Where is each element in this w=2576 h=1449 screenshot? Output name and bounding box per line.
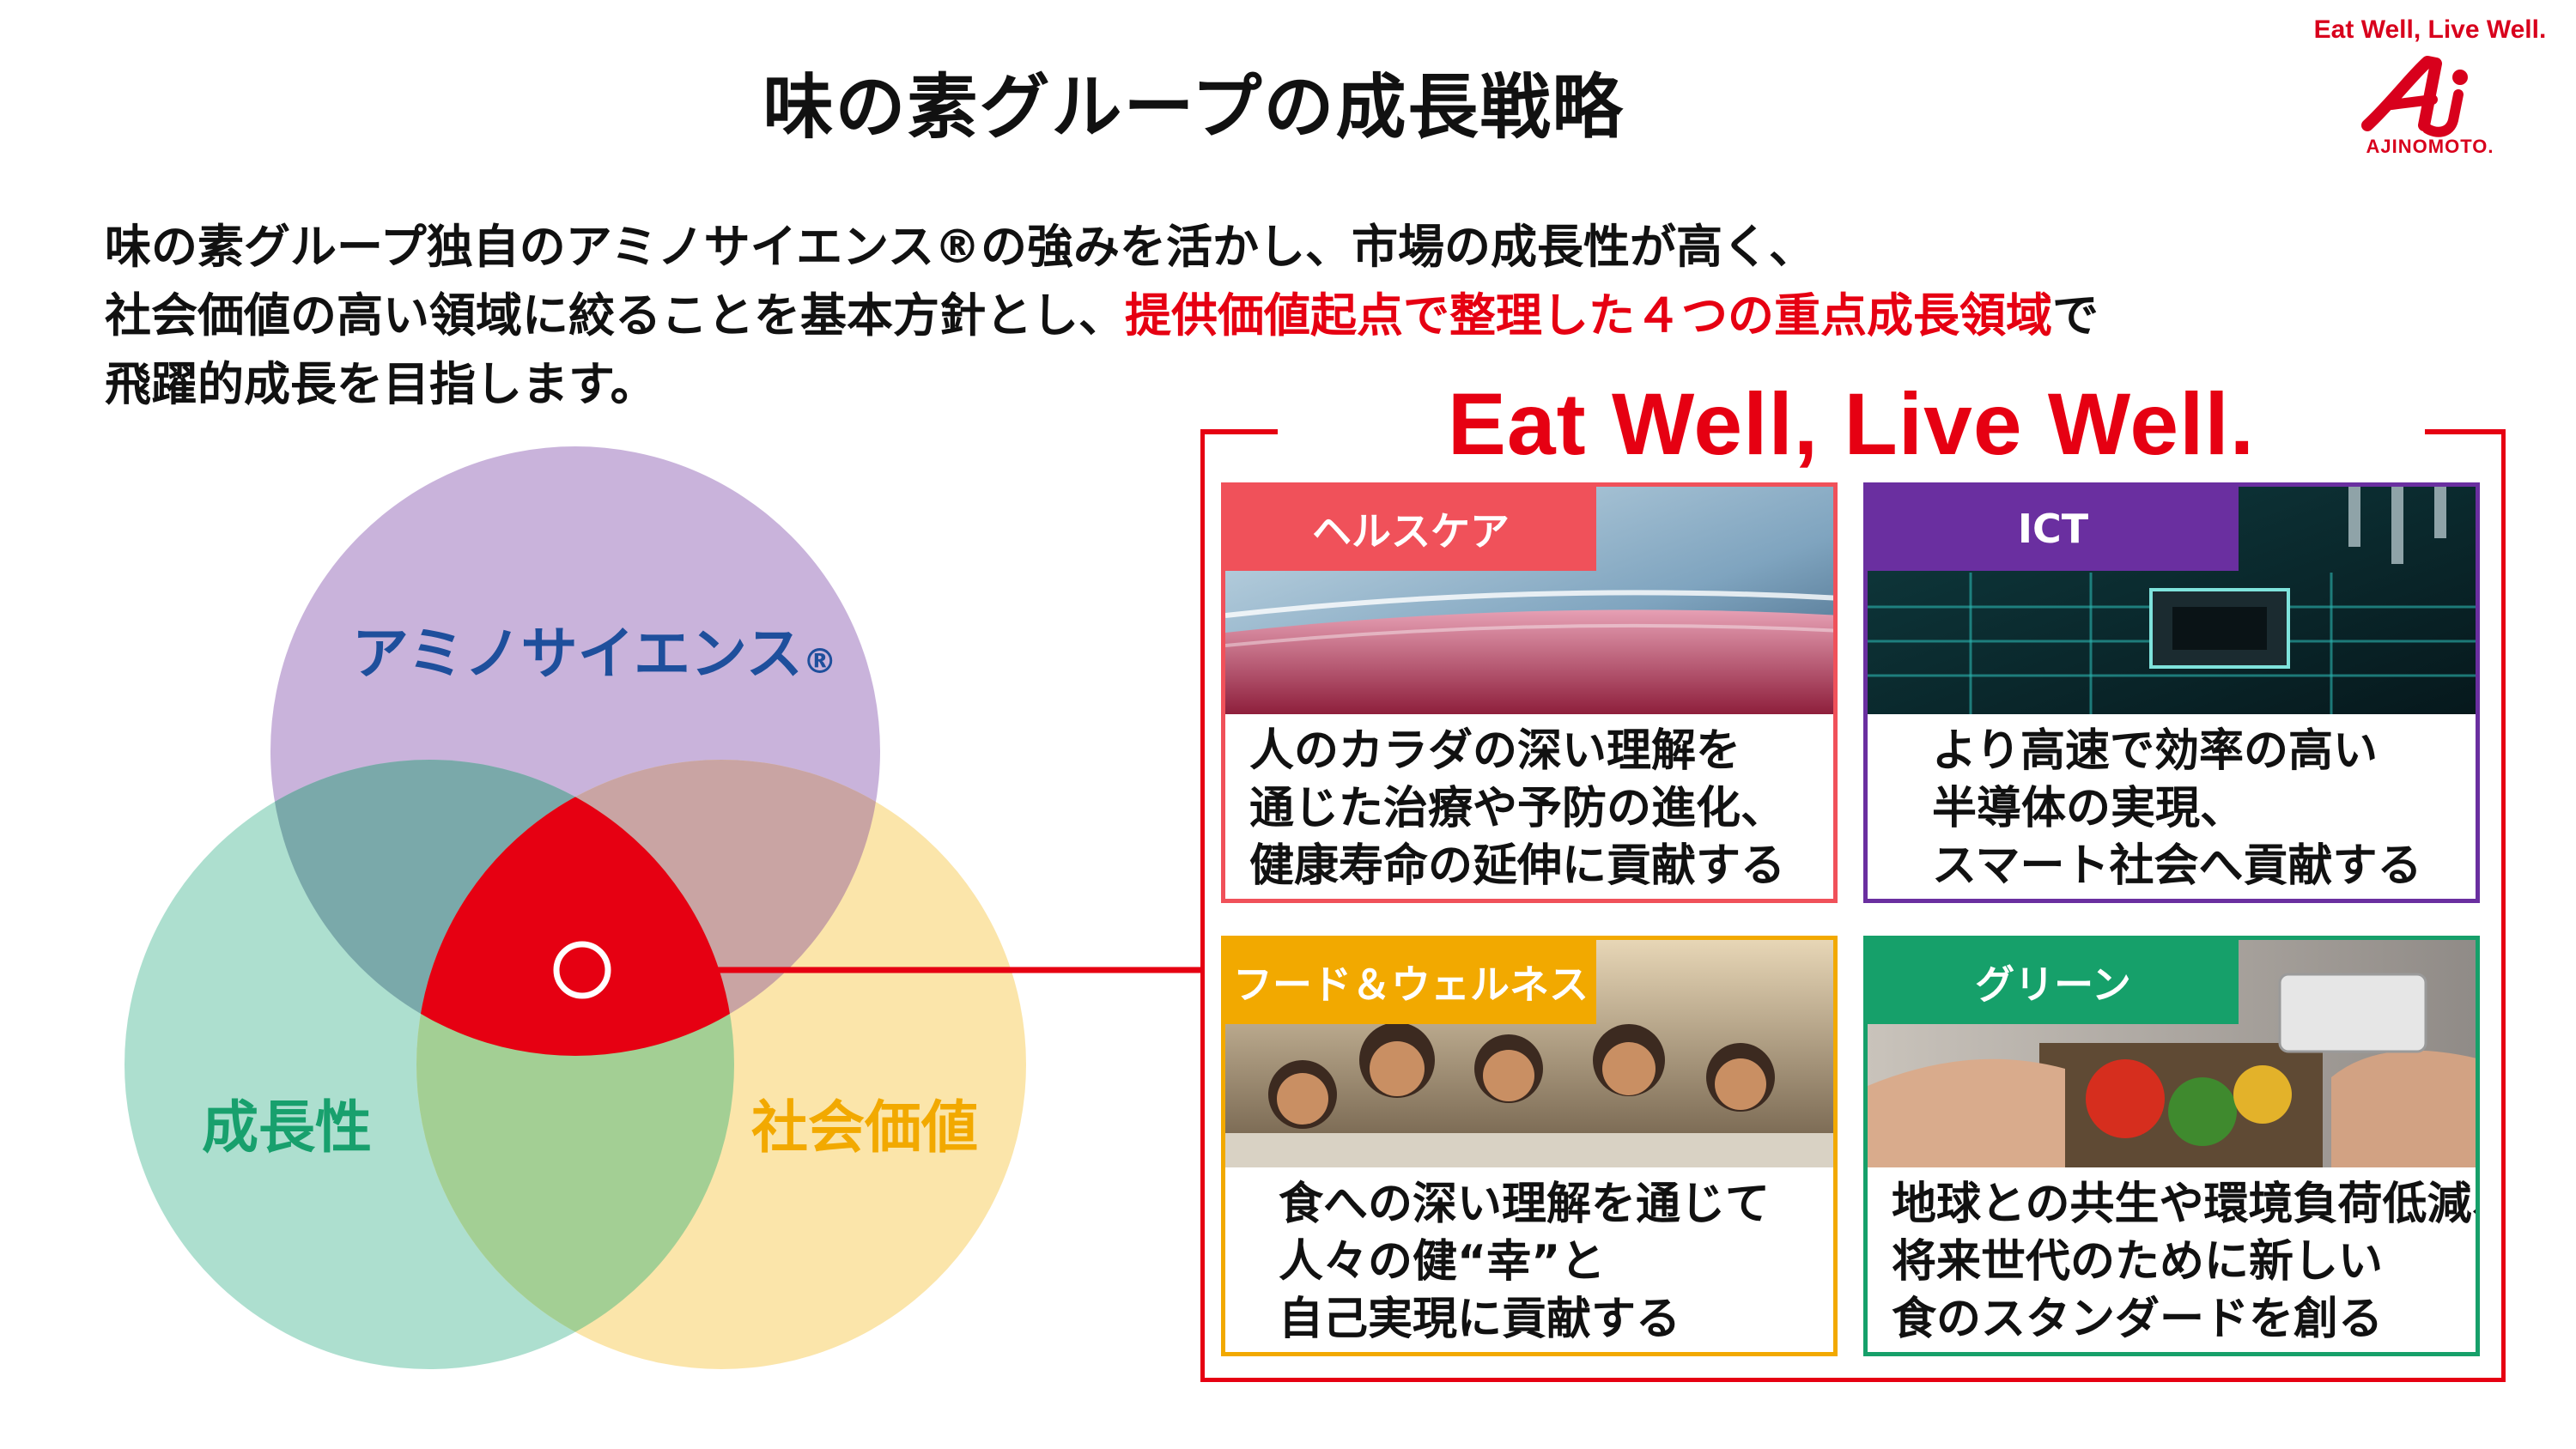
healthcare-description: 人のカラダの深い理解を 通じた治療や予防の進化、 健康寿命の延伸に貢献する (1225, 714, 1833, 899)
green-desc-line: 将来世代のために新しい (1892, 1236, 2384, 1288)
ict-desc-line: スマート社会へ貢献する (1932, 840, 2422, 892)
ajinomoto-logo: Eat Well, Live Well. AJINOMOTO. (2301, 15, 2559, 179)
healthcare-desc-line: 健康寿命の延伸に貢献する (1249, 840, 1786, 892)
growth-areas-frame (1200, 431, 2506, 1382)
connector-dot (553, 941, 611, 999)
intro-highlight: 提供価値起点で整理した４つの重点成長領域 (1125, 288, 2052, 343)
card-food-wellness: フード＆ウェルネス 食への深い理解を通じて 人々の健“幸”と 自己実現に貢献する (1221, 936, 1838, 1356)
frame-top-left-edge (1200, 429, 1278, 434)
frame-top-right-edge (2425, 429, 2506, 434)
food-wellness-desc-line: 食への深い理解を通じて (1279, 1179, 1771, 1230)
green-desc-line: 地球との共生や環境負荷低減、 (1892, 1179, 2480, 1230)
logo-tagline: Eat Well, Live Well. (2313, 15, 2547, 44)
food-wellness-desc-line: 人々の健“幸”と (1279, 1236, 1606, 1288)
aj-logo-mark-icon (2361, 56, 2468, 137)
venn-label-growth: 成長性 (202, 1094, 372, 1161)
ict-label: ICT (1868, 487, 2239, 571)
intro-line-2: 社会価値の高い領域に絞ることを基本方針とし、提供価値起点で整理した４つの重点成長… (105, 282, 2492, 350)
green-label: グリーン (1868, 940, 2239, 1024)
registered-mark: ® (802, 642, 837, 682)
intro-line-2-pre: 社会価値の高い領域に絞ることを基本方針とし、 (105, 288, 1125, 343)
food-wellness-description: 食への深い理解を通じて 人々の健“幸”と 自己実現に貢献する (1225, 1167, 1833, 1352)
healthcare-label: ヘルスケア (1225, 487, 1596, 571)
venn-label-social-value: 社会価値 (751, 1094, 978, 1161)
green-description: 地球との共生や環境負荷低減、 将来世代のために新しい 食のスタンダードを創る (1868, 1167, 2480, 1352)
venn-diagram: アミノサイエンス® 成長性 社会価値 (77, 446, 1228, 1408)
ict-desc-line: 半導体の実現、 (1932, 783, 2245, 834)
card-healthcare: ヘルスケア 人のカラダの深い理解を 通じた治療や予防の進化、 健康寿命の延伸に貢… (1221, 482, 1838, 903)
intro-line-2-post: で (2052, 288, 2099, 343)
intro-line-1: 味の素グループ独自のアミノサイエンス®の強みを活かし、市場の成長性が高く、 (105, 220, 1816, 274)
ict-desc-line: より高速で効率の高い (1932, 725, 2378, 777)
card-ict: ICT より高速で効率の高い 半導体の実現、 スマート社会へ貢献する (1863, 482, 2480, 903)
logo-brand: AJINOMOTO. (2366, 136, 2494, 157)
food-wellness-label: フード＆ウェルネス (1225, 940, 1596, 1024)
intro-line-3: 飛躍的成長を目指します。 (105, 357, 657, 411)
card-green: グリーン 地球との共生や環境負荷低減、 将来世代のために新しい 食のスタンダード… (1863, 936, 2480, 1356)
ict-description: より高速で効率の高い 半導体の実現、 スマート社会へ貢献する (1868, 714, 2476, 899)
page-title: 味の素グループの成長戦略 (762, 67, 1625, 149)
venn-label-amino-science-text: アミノサイエンス (352, 621, 803, 687)
healthcare-desc-line: 通じた治療や予防の進化、 (1249, 783, 1786, 834)
venn-core-overlap (416, 760, 734, 1056)
food-wellness-desc-line: 自己実現に貢献する (1279, 1294, 1681, 1345)
green-photo (1868, 940, 2476, 1167)
healthcare-desc-line: 人のカラダの深い理解を (1249, 725, 1741, 777)
slogan: Eat Well, Live Well. (1447, 375, 2256, 473)
green-desc-line: 食のスタンダードを創る (1892, 1294, 2384, 1345)
intro-paragraph: 味の素グループ独自のアミノサイエンス®の強みを活かし、市場の成長性が高く、 社会… (105, 213, 2492, 419)
venn-label-amino-science: アミノサイエンス® (352, 608, 837, 690)
